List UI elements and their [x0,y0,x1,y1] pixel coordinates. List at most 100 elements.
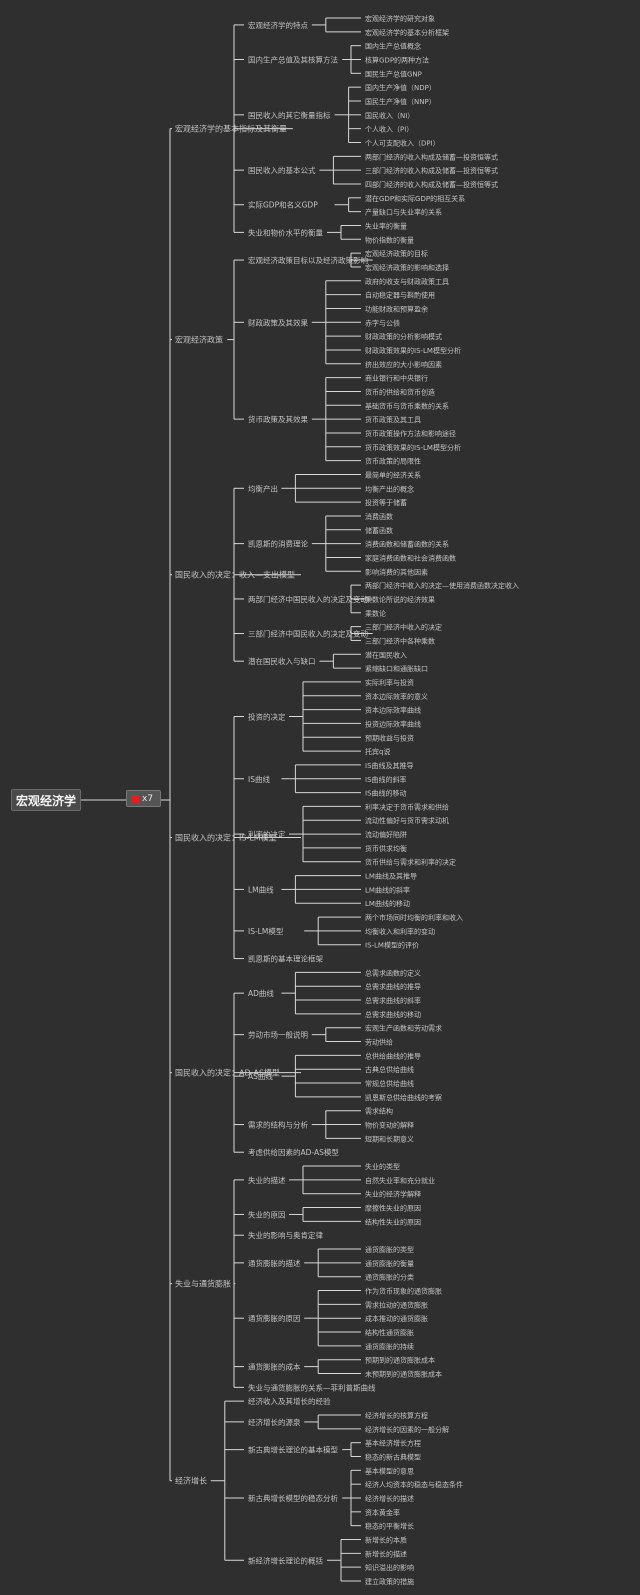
topic-6-3-2-label[interactable]: 经济增长的描述 [365,1494,414,1503]
topic-1-1-4-label[interactable]: 财政政策的分析影响模式 [365,332,442,341]
topic-4-2-1-label[interactable]: 古典总供给曲线 [365,1065,414,1074]
topic-0-2-2-label[interactable]: 国民收入（NI） [365,111,414,120]
topic-3-2-1-label[interactable]: 流动性偏好与货币需求动机 [365,816,449,825]
topic-4-1-1-label[interactable]: 劳动供给 [365,1038,393,1047]
topic-5-0-0-label[interactable]: 失业的类型 [365,1162,400,1171]
topic-1-label[interactable]: 宏观经济政策 [175,335,223,345]
topic-5-0-label[interactable]: 失业的描述 [248,1175,286,1185]
topic-5-4-1-label[interactable]: 需求拉动的通货膨胀 [365,1300,428,1309]
topic-3-4-2-label[interactable]: IS-LM模型的评价 [365,941,419,950]
topic-0-1-1-label[interactable]: 核算GDP的两种方法 [365,55,429,64]
topic-4-1-0-label[interactable]: 宏观生产函数和劳动需求 [365,1024,442,1033]
topic-0-3-label[interactable]: 国民收入的基本公式 [248,165,316,175]
topic-5-4-label[interactable]: 通货膨胀的原因 [248,1313,301,1323]
topic-6-4-3-label[interactable]: 建立政策的措施 [365,1577,414,1586]
topic-0-label[interactable]: 宏观经济学的基本指标及其衡量 [175,124,287,134]
topic-0-0-label[interactable]: 宏观经济学的特点 [248,20,308,30]
topic-4-4-label[interactable]: 考虑供给因素的AD-AS模型 [248,1147,339,1157]
topic-3-2-0-label[interactable]: 利率决定于货币需求和供给 [365,802,449,811]
topic-2-3-0-label[interactable]: 三部门经济中收入的决定 [365,623,442,632]
topic-4-3-0-label[interactable]: 需求结构 [365,1107,393,1116]
topic-3-1-0-label[interactable]: IS曲线及其推导 [365,761,414,770]
topic-0-5-label[interactable]: 失业和物价水平的衡量 [248,227,323,237]
topic-1-1-3-label[interactable]: 赤字与公债 [365,318,400,327]
topic-5-3-1-label[interactable]: 通货膨胀的衡量 [365,1259,414,1268]
topic-4-2-2-label[interactable]: 常规总供给曲线 [365,1079,414,1088]
topic-2-0-1-label[interactable]: 均衡产出的概念 [365,484,414,493]
topic-6-4-label[interactable]: 新经济增长理论的概括 [248,1555,323,1565]
topic-0-1-2-label[interactable]: 国民生产总值GNP [365,69,422,78]
topic-2-4-label[interactable]: 潜在国民收入与缺口 [248,656,316,666]
topic-2-1-label[interactable]: 凯恩斯的消费理论 [248,539,308,549]
topic-3-4-0-label[interactable]: 两个市场同时均衡的利率和收入 [365,913,463,922]
topic-5-4-0-label[interactable]: 作为货币现象的通货膨胀 [365,1287,442,1296]
topic-0-3-2-label[interactable]: 四部门经济的收入构成及储蓄—投资恒等式 [365,180,498,189]
topic-0-2-1-label[interactable]: 国民生产净值（NNP） [365,97,436,106]
topic-4-0-3-label[interactable]: 总需求曲线的移动 [365,1010,421,1019]
topic-3-3-0-label[interactable]: LM曲线及其推导 [365,872,417,881]
topic-1-1-5-label[interactable]: 财政政策效果的IS-LM模型分析 [365,346,461,355]
topic-6-3-0-label[interactable]: 基本模型的意思 [365,1466,414,1475]
topic-5-1-0-label[interactable]: 摩擦性失业的原因 [365,1204,421,1213]
topic-5-label[interactable]: 失业与通货膨胀 [175,1279,231,1289]
topic-1-2-6-label[interactable]: 货币政策的局限性 [365,457,421,466]
topic-0-2-3-label[interactable]: 个人收入（PI） [365,125,413,134]
topic-1-1-6-label[interactable]: 挤出效应的大小影响因素 [365,360,442,369]
topic-2-0-0-label[interactable]: 最简单的经济关系 [365,470,421,479]
topic-6-4-0-label[interactable]: 新增长的本质 [365,1536,407,1545]
topic-3-4-label[interactable]: IS-LM模型 [248,926,284,936]
topic-6-1-1-label[interactable]: 经济增长的因素的一般分解 [365,1425,449,1434]
topic-5-1-1-label[interactable]: 结构性失业的原因 [365,1217,421,1226]
topic-0-3-1-label[interactable]: 三部门经济的收入构成及储蓄—投资恒等式 [365,166,498,175]
topic-2-1-3-label[interactable]: 家庭消费函数和社会消费函数 [365,553,456,562]
topic-5-3-label[interactable]: 通货膨胀的描述 [248,1258,301,1268]
topic-0-2-label[interactable]: 国民收入的其它衡量指标 [248,110,331,120]
topic-3-2-2-label[interactable]: 流动偏好陷阱 [365,830,407,839]
topic-6-0-label[interactable]: 经济收入及其增长的经验 [248,1396,331,1406]
topic-3-3-2-label[interactable]: LM曲线的移动 [365,899,410,908]
topic-0-4-1-label[interactable]: 产量缺口与失业率的关系 [365,208,442,217]
topic-5-6-label[interactable]: 失业与通货膨胀的关系—菲利普斯曲线 [248,1382,376,1392]
topic-5-0-1-label[interactable]: 自然失业率和充分就业 [365,1176,435,1185]
topic-4-0-2-label[interactable]: 总需求曲线的斜率 [365,996,421,1005]
topic-1-0-label[interactable]: 宏观经济政策目标以及经济政策影响 [248,255,368,265]
topic-0-3-0-label[interactable]: 两部门经济的收入构成及储蓄—投资恒等式 [365,152,498,161]
topic-1-2-2-label[interactable]: 基础货币与货币乘数的关系 [365,401,449,410]
topic-1-1-1-label[interactable]: 自动稳定器与斟酌使用 [365,291,435,300]
topic-1-2-3-label[interactable]: 货币政策及其工具 [365,415,421,424]
topic-6-3-4-label[interactable]: 稳态的平衡增长 [365,1522,414,1531]
topic-1-1-2-label[interactable]: 功能财政和预算盈余 [365,304,428,313]
topic-2-1-2-label[interactable]: 消费函数和储蓄函数的关系 [365,540,449,549]
topic-3-2-3-label[interactable]: 货币供求均衡 [365,844,407,853]
topic-5-3-2-label[interactable]: 通货膨胀的分类 [365,1273,414,1282]
topic-0-5-1-label[interactable]: 物价指数的衡量 [365,235,414,244]
topic-3-4-1-label[interactable]: 均衡收入和利率的变动 [365,927,435,936]
topic-3-0-label[interactable]: 投资的决定 [248,712,286,722]
topic-2-2-label[interactable]: 两部门经济中国民收入的决定及变动 [248,594,368,604]
topic-4-0-0-label[interactable]: 总需求函数的定义 [365,968,421,977]
topic-2-0-2-label[interactable]: 投资等于储蓄 [365,498,407,507]
topic-3-label[interactable]: 国民收入的决定：IS-LM模型 [175,833,277,843]
topic-2-1-4-label[interactable]: 影响消费的其他因素 [365,567,428,576]
topic-0-2-0-label[interactable]: 国内生产净值（NDP） [365,83,436,92]
collapse-toggle[interactable]: x7 [126,790,161,807]
topic-2-4-1-label[interactable]: 紧缩缺口和通胀缺口 [365,664,428,673]
topic-6-1-0-label[interactable]: 经济增长的核算方程 [365,1411,428,1420]
topic-5-4-3-label[interactable]: 结构性通货膨胀 [365,1328,414,1337]
topic-3-1-1-label[interactable]: IS曲线的斜率 [365,775,407,784]
topic-6-1-label[interactable]: 经济增长的源泉 [248,1417,301,1427]
topic-4-label[interactable]: 国民收入的决定：AD-AS模型 [175,1068,280,1078]
topic-5-2-label[interactable]: 失业的影响与奥肯定律 [248,1230,323,1240]
topic-4-2-label[interactable]: AS曲线 [248,1071,273,1081]
topic-2-0-label[interactable]: 均衡产出 [248,483,278,493]
topic-2-1-1-label[interactable]: 储蓄函数 [365,526,393,535]
topic-2-4-0-label[interactable]: 潜在国民收入 [365,650,407,659]
topic-5-3-0-label[interactable]: 通货膨胀的类型 [365,1245,414,1254]
topic-1-1-label[interactable]: 财政政策及其效果 [248,317,308,327]
topic-2-2-2-label[interactable]: 乘数论 [365,609,386,618]
topic-1-2-label[interactable]: 货币政策及其效果 [248,414,308,424]
topic-6-3-label[interactable]: 新古典增长模型的稳态分析 [248,1493,338,1503]
topic-3-3-1-label[interactable]: LM曲线的斜率 [365,885,410,894]
topic-1-2-1-label[interactable]: 货币的供给和货币创造 [365,387,435,396]
topic-4-3-1-label[interactable]: 物价变动的解释 [365,1121,414,1130]
